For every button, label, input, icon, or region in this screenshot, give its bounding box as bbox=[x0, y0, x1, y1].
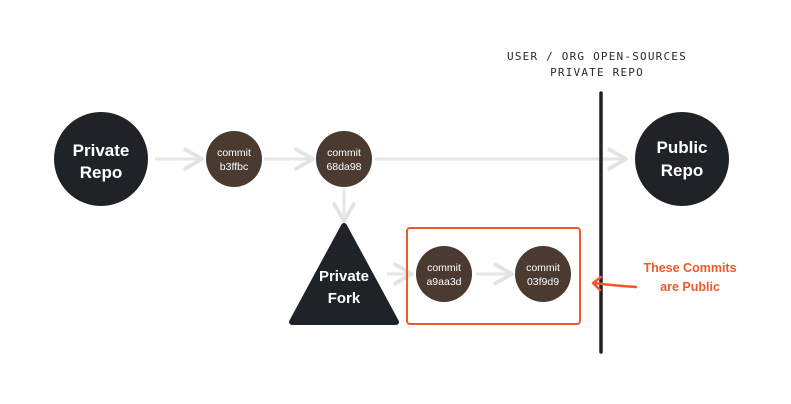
commit-b3ffbc-label-line1: commit bbox=[217, 147, 251, 159]
commit-b3ffbc-node: commit b3ffbc bbox=[206, 131, 262, 187]
commit-68da98-node: commit 68da98 bbox=[316, 131, 372, 187]
public-repo-label-line1: Public bbox=[656, 138, 707, 157]
private-fork-node: Private Fork bbox=[289, 223, 399, 325]
commit-68da98-label-line1: commit bbox=[327, 147, 361, 159]
commit-03f9d9-label-line2: 03f9d9 bbox=[527, 276, 559, 288]
private-repo-label-line2: Repo bbox=[80, 163, 123, 182]
public-repo-node: Public Repo bbox=[635, 112, 729, 206]
callout-arrow bbox=[591, 275, 638, 292]
private-repo-node: Private Repo bbox=[54, 112, 148, 206]
commit-03f9d9-label-line1: commit bbox=[526, 262, 560, 274]
commit-03f9d9-node: commit 03f9d9 bbox=[515, 246, 571, 302]
private-repo-label-line1: Private bbox=[73, 141, 130, 160]
commit-a9aa3d-label-line1: commit bbox=[427, 262, 461, 274]
commit-a9aa3d-label-line2: a9aa3d bbox=[426, 276, 461, 288]
commit-b3ffbc-label-line2: b3ffbc bbox=[220, 161, 248, 173]
private-fork-label-line2: Fork bbox=[328, 290, 361, 307]
private-fork-label-line1: Private bbox=[319, 268, 369, 285]
boundary-label-line2: PRIVATE REPO bbox=[550, 66, 644, 79]
commit-68da98-label-line2: 68da98 bbox=[326, 161, 361, 173]
public-repo-label-line2: Repo bbox=[661, 161, 704, 180]
commit-a9aa3d-node: commit a9aa3d bbox=[416, 246, 472, 302]
callout-label-line2: are Public bbox=[660, 280, 720, 294]
public-commits-highlight-box bbox=[406, 227, 581, 325]
boundary-label-line1: USER / ORG OPEN-SOURCES bbox=[507, 50, 687, 63]
callout-label-line1: These Commits bbox=[643, 261, 736, 275]
